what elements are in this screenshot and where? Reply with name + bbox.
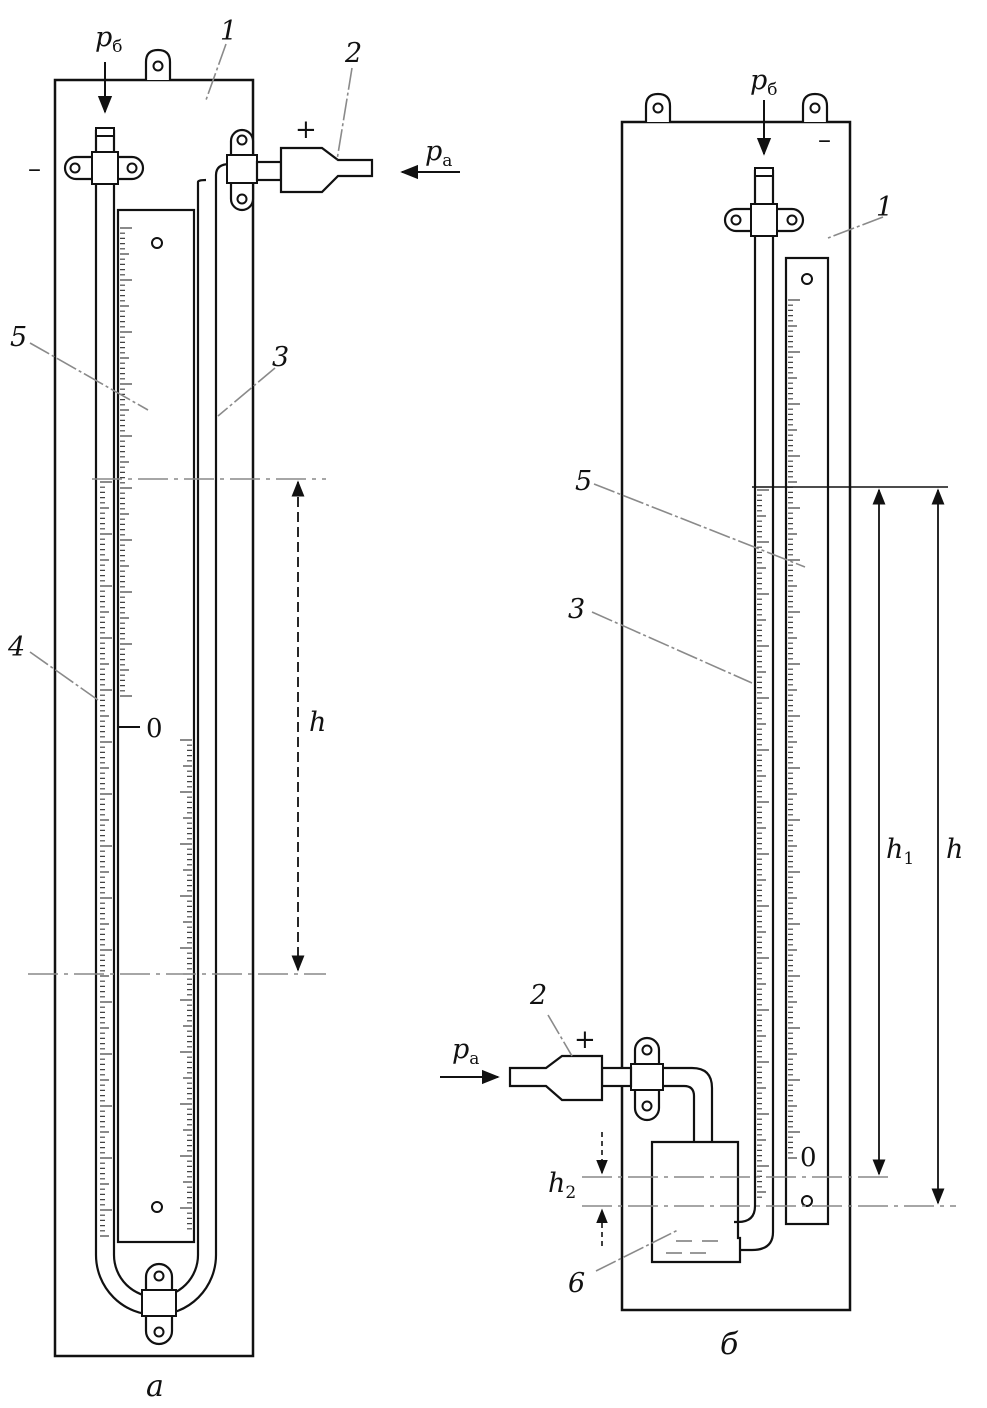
panel-a-label-1: 1 [220,16,237,47]
panel-b-top-lug-left [644,92,672,122]
panel-a-scale-ticks [100,227,192,1237]
panel-a-leaders [29,43,353,701]
panel-a-p-b-label: pб [95,22,123,57]
panel-b-hose-connector [508,1054,633,1102]
panel-a-plus-sign: + [295,115,317,145]
panel-b-plus-sign: + [574,1025,596,1055]
panel-a-left-clamp [63,151,145,185]
panel-b-h1-label: h1 [886,834,914,869]
panel-a-label-5: 5 [10,322,27,353]
panel-b-minus-sign: – [818,125,831,155]
panel-b-inlet-pipe [660,1066,714,1142]
panel-b-tube-clamp [723,203,805,237]
panel-a-u-tube [94,130,245,1317]
panel-a-bottom-clamp [141,1262,177,1346]
panel-a-h-label: h [309,707,326,738]
panel-a-p-a-label: pa [425,136,452,171]
panel-b-cup-manometer: pб – 1 5 3 2 + pa 0 h1 h h2 6 б [440,65,963,1362]
panel-b-tube-top-cap [754,167,774,177]
panel-b-caption: б [720,1327,739,1362]
panel-b-scale-plate [784,256,830,1226]
panel-b-measuring-tube [734,170,775,1252]
panel-b-plate-screw-top [801,273,813,285]
panel-a-plate-screw-top [151,237,163,249]
panel-a-right-clamp [226,128,258,212]
panel-b-top-lug-right [801,92,829,122]
panel-b-pipe-clamp [630,1036,664,1122]
panel-b-leaders [547,216,884,1272]
panel-a-caption: а [146,1369,164,1404]
panel-a-minus-sign: – [28,154,41,184]
panel-b-scale-ticks [757,299,800,1198]
panel-b-p-a-label: pa [452,1034,479,1069]
panel-b-h-label: h [946,834,963,865]
panel-b-h2-label: h2 [548,1168,576,1203]
panel-a-plate-screw-bottom [151,1201,163,1213]
panel-a-label-2: 2 [344,38,362,69]
panel-b-label-2: 2 [529,980,547,1011]
panel-b-label-6: 6 [568,1268,585,1299]
panel-b-board [620,120,852,1312]
panel-a-tube-top-cap [95,127,115,137]
panel-a-zero-label: 0 [146,714,163,744]
panel-a-label-4: 4 [7,632,25,663]
panel-a-label-3: 3 [272,342,289,373]
panel-a-hose-connector [255,146,374,194]
panel-b-p-b-label: pб [750,65,778,100]
panel-b-zero-label: 0 [800,1143,817,1173]
panel-a-top-lug [144,48,172,80]
panel-b-label-3: 3 [568,594,585,625]
panel-a-u-tube-manometer: pб 1 2 + – pa 3 5 4 0 h а [7,16,460,1404]
panel-b-cup [650,1140,742,1264]
panel-b-label-1: 1 [876,192,893,223]
panel-b-plate-screw-bottom [801,1195,813,1207]
panel-b-label-5: 5 [575,466,592,497]
